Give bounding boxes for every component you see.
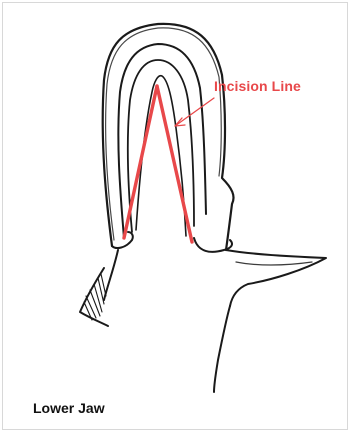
incision-pointer-arrow — [175, 98, 214, 126]
jaw-right-flap-inner — [236, 262, 312, 265]
incision-line — [124, 86, 192, 242]
jaw-right-flap — [226, 250, 326, 306]
jaw-left-arm-end — [112, 232, 133, 248]
incision-line-label: Incision Line — [214, 78, 301, 94]
jaw-neck-right — [214, 306, 230, 392]
lower-jaw-caption: Lower Jaw — [33, 400, 105, 416]
jaw-neck-left — [104, 250, 118, 300]
